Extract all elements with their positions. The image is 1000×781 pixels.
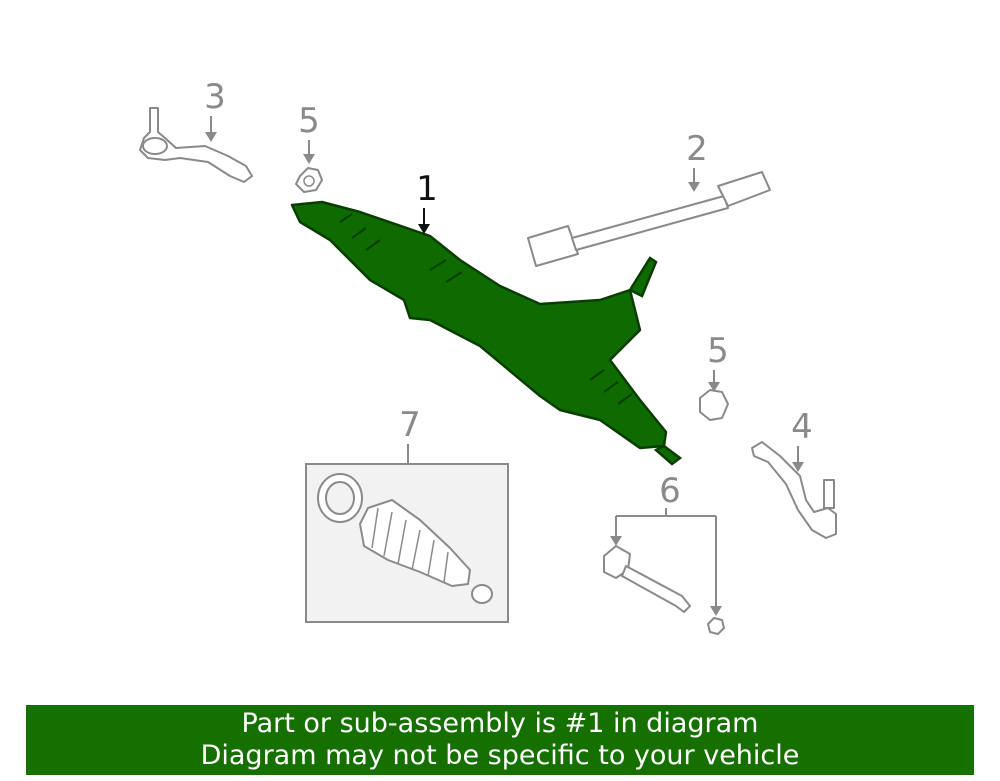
info-banner: Part or sub-assembly is #1 in diagram Di… xyxy=(26,705,974,775)
steering-gear-assembly[interactable] xyxy=(290,200,683,466)
callout-4: 4 xyxy=(791,407,813,447)
parts-diagram: 3 5 2 1 5 4 6 xyxy=(139,77,837,635)
boot-kit[interactable] xyxy=(317,473,493,604)
callout-2: 2 xyxy=(686,129,708,169)
tie-rod-end-right[interactable] xyxy=(751,441,837,539)
callout-7: 7 xyxy=(399,405,421,445)
tie-rod-end-left[interactable] xyxy=(139,107,253,183)
callout-6: 6 xyxy=(659,471,681,511)
callout-5-upper: 5 xyxy=(298,101,320,141)
nut-upper[interactable] xyxy=(295,167,323,193)
banner-line-1: Part or sub-assembly is #1 in diagram xyxy=(241,708,759,739)
callout-5-lower: 5 xyxy=(707,331,729,371)
nut-lower[interactable] xyxy=(699,389,729,421)
bolt-and-nut[interactable] xyxy=(603,545,725,635)
callout-3: 3 xyxy=(204,77,226,117)
intermediate-shaft[interactable] xyxy=(527,171,771,267)
callout-1: 1 xyxy=(416,169,438,209)
banner-line-2: Diagram may not be specific to your vehi… xyxy=(200,740,800,771)
